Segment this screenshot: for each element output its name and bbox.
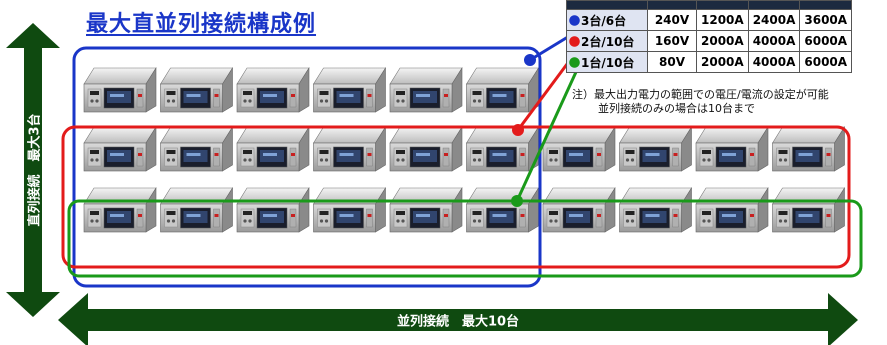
power-supply-unit [389, 67, 463, 113]
power-supply-unit [83, 126, 157, 172]
parallel-label: 並列接続 最大10台 [396, 314, 520, 330]
group-outline-green [67, 199, 863, 278]
power-supply-unit [542, 126, 616, 172]
power-supply-unit [313, 126, 386, 172]
spec-row-red: 2台/10台 160V 2000A 4000A 6000A [566, 30, 853, 52]
spec-voltage: 240V [647, 9, 697, 31]
spec-voltage: 160V [647, 30, 697, 52]
power-supply-unit [695, 187, 769, 233]
header-cell [696, 0, 749, 10]
series-arrow [6, 23, 60, 317]
power-supply-unit [619, 126, 692, 172]
power-supply-unit [466, 67, 539, 113]
spec-current: 2000A [696, 30, 749, 52]
spec-table: 3台/6台 240V 1200A 2400A 3600A 2台/10台 160V… [566, 0, 853, 73]
header-cell [799, 0, 853, 10]
note-line: 並列接続のみの場合は10台まで [598, 102, 755, 115]
power-supply-unit [389, 187, 463, 233]
power-supply-unit [466, 187, 539, 233]
spec-voltage: 80V [647, 51, 697, 73]
spec-current: 2400A [747, 9, 801, 31]
header-cell [747, 0, 801, 10]
spec-current: 6000A [799, 51, 853, 73]
group-outline-blue [72, 46, 542, 288]
header-cell [566, 0, 648, 10]
power-supply-unit [83, 67, 157, 113]
spec-label: 2台/10台 [566, 30, 648, 52]
power-supply-unit [236, 67, 310, 113]
page-title: 最大直並列接続構成例 [86, 12, 317, 37]
spec-current: 6000A [799, 30, 853, 52]
spec-current: 4000A [747, 51, 801, 73]
spec-current: 3600A [799, 9, 853, 31]
spec-current: 2000A [696, 51, 749, 73]
power-supply-unit [313, 187, 386, 233]
leader-red-dot [512, 124, 524, 136]
spec-label: 1台/10台 [566, 51, 648, 73]
power-supply-unit [389, 126, 463, 172]
spec-current: 4000A [747, 30, 801, 52]
power-supply-unit [160, 187, 233, 233]
power-supply-unit [695, 126, 769, 172]
note: 注）最大出力電力の範囲での電圧/電流の設定が可能 並列接続のみの場合は10台まで [572, 88, 829, 116]
group-outline-red [61, 125, 851, 269]
power-supply-unit [160, 126, 233, 172]
spec-row-blue: 3台/6台 240V 1200A 2400A 3600A [566, 9, 853, 31]
parallel-arrow [58, 293, 858, 345]
spec-label: 3台/6台 [566, 9, 648, 31]
power-supply-unit [542, 187, 616, 233]
series-label: 直列接続 最大3台 [27, 113, 43, 227]
power-supply-unit [236, 187, 310, 233]
power-supply-unit [313, 67, 386, 113]
header-cell [647, 0, 697, 10]
note-line: 注）最大出力電力の範囲での電圧/電流の設定が可能 [572, 88, 829, 101]
leader-green-line [515, 71, 578, 202]
leader-green-dot [511, 195, 523, 207]
power-supply-unit [160, 67, 233, 113]
power-supply-unit [83, 187, 157, 233]
power-supply-unit [772, 187, 845, 233]
spec-row-green: 1台/10台 80V 2000A 4000A 6000A [566, 51, 853, 73]
spec-current: 1200A [696, 9, 749, 31]
power-supply-unit [772, 126, 845, 172]
power-supply-unit [236, 126, 310, 172]
power-supply-unit [619, 187, 692, 233]
spec-table-header [566, 0, 853, 10]
power-supply-unit [466, 126, 539, 172]
leader-blue-dot [524, 54, 536, 66]
